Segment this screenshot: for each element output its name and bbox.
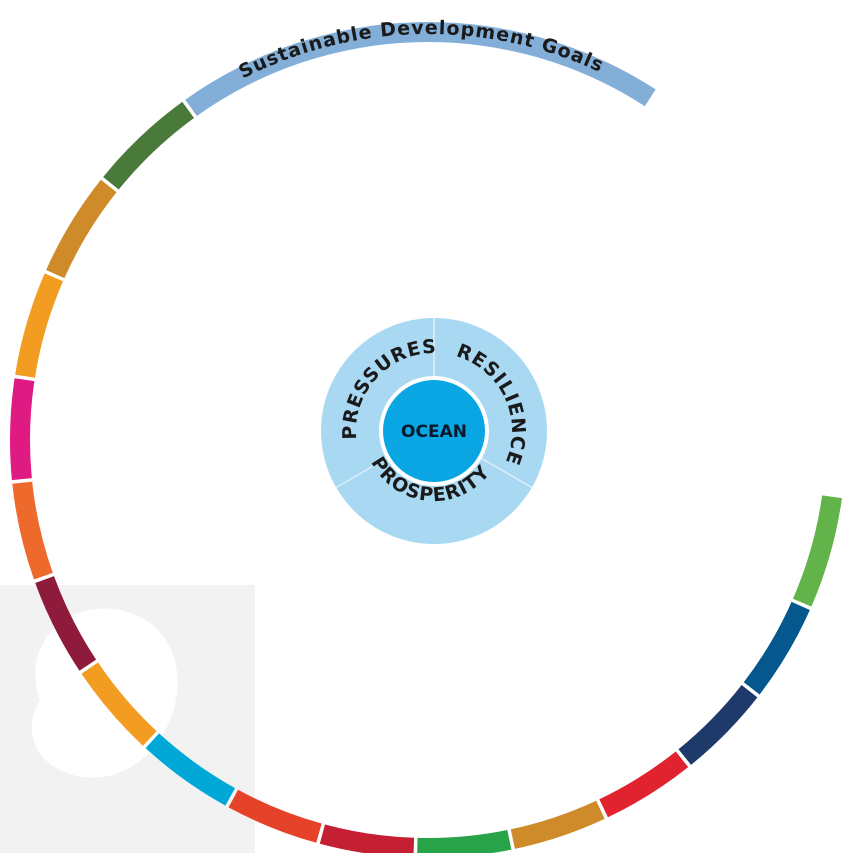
ring-label: Sustainable Development Goals (235, 17, 607, 83)
watermark-swirl (0, 585, 255, 853)
ring-segment (228, 789, 322, 843)
ring-segment (417, 830, 512, 853)
ring-segment (81, 662, 157, 746)
ring-segment (12, 481, 53, 580)
hub-center-label: OCEAN (401, 422, 467, 442)
hub-center-disc (383, 380, 485, 482)
ring-segment (15, 273, 64, 378)
ring-segment (145, 733, 236, 806)
ocean-hub: PRESSURES RESILIENCE PROSPERITY OCEAN (321, 318, 547, 544)
hub-divider (481, 457, 533, 489)
background-watermark (0, 585, 255, 853)
sdg-ring (9, 22, 842, 853)
ring-segment (599, 751, 689, 818)
ring-segment (510, 800, 605, 849)
ring-segment (792, 495, 842, 607)
ring-segment (35, 576, 97, 671)
ring-segment (46, 179, 117, 279)
ring-segment (103, 101, 195, 190)
hub-divider (335, 457, 387, 489)
ring-segment (9, 378, 35, 481)
ring-segment (743, 601, 810, 695)
ring-segment (319, 824, 415, 853)
ring-segment (678, 685, 758, 765)
ring-segment-label-band (185, 22, 656, 116)
